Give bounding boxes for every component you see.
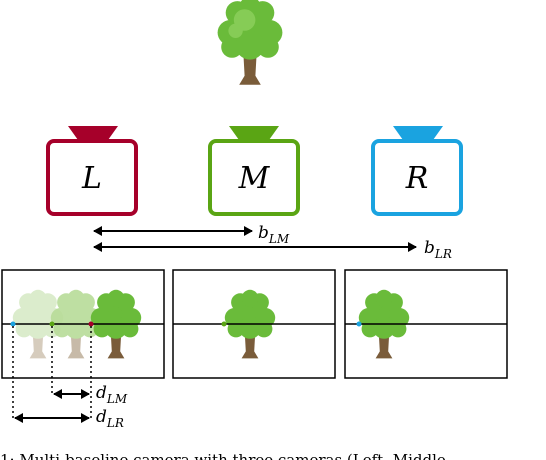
camera-left: L [46, 126, 138, 216]
baseline-lm-label: bLM [258, 223, 290, 246]
point-middle-marker [49, 321, 55, 327]
point-left-marker [88, 321, 94, 327]
camera-right-label: R [405, 161, 429, 196]
faded-tree-middle-icon [50, 289, 102, 359]
camera-middle-lens [229, 126, 279, 140]
camera-left-lens [68, 126, 118, 140]
tree-right-view-icon [358, 289, 410, 359]
point-middle-view-marker [221, 321, 227, 327]
disparity-lr-label: dLR [96, 407, 124, 430]
image-panel-middle [172, 269, 336, 379]
image-panel-right [344, 269, 508, 379]
camera-left-body [46, 139, 138, 216]
point-right-marker [10, 321, 16, 327]
camera-middle: M [208, 126, 300, 216]
figure-caption: 1: Multi-baseline camera with three came… [0, 451, 446, 460]
camera-middle-body [208, 139, 300, 216]
baseline-lr-label: bLR [424, 238, 452, 261]
camera-right-lens [393, 126, 443, 140]
tree-middle-view-icon [224, 289, 276, 359]
image-panel-left [1, 269, 165, 379]
disparity-lm-label: dLM [96, 383, 128, 406]
scene-tree-icon [217, 0, 283, 85]
camera-left-label: L [81, 161, 102, 196]
camera-middle-label: M [238, 161, 271, 196]
camera-right-body [371, 139, 463, 216]
camera-right: R [371, 126, 463, 216]
point-right-view-marker [356, 321, 362, 327]
tree-left-view-icon [90, 289, 142, 359]
